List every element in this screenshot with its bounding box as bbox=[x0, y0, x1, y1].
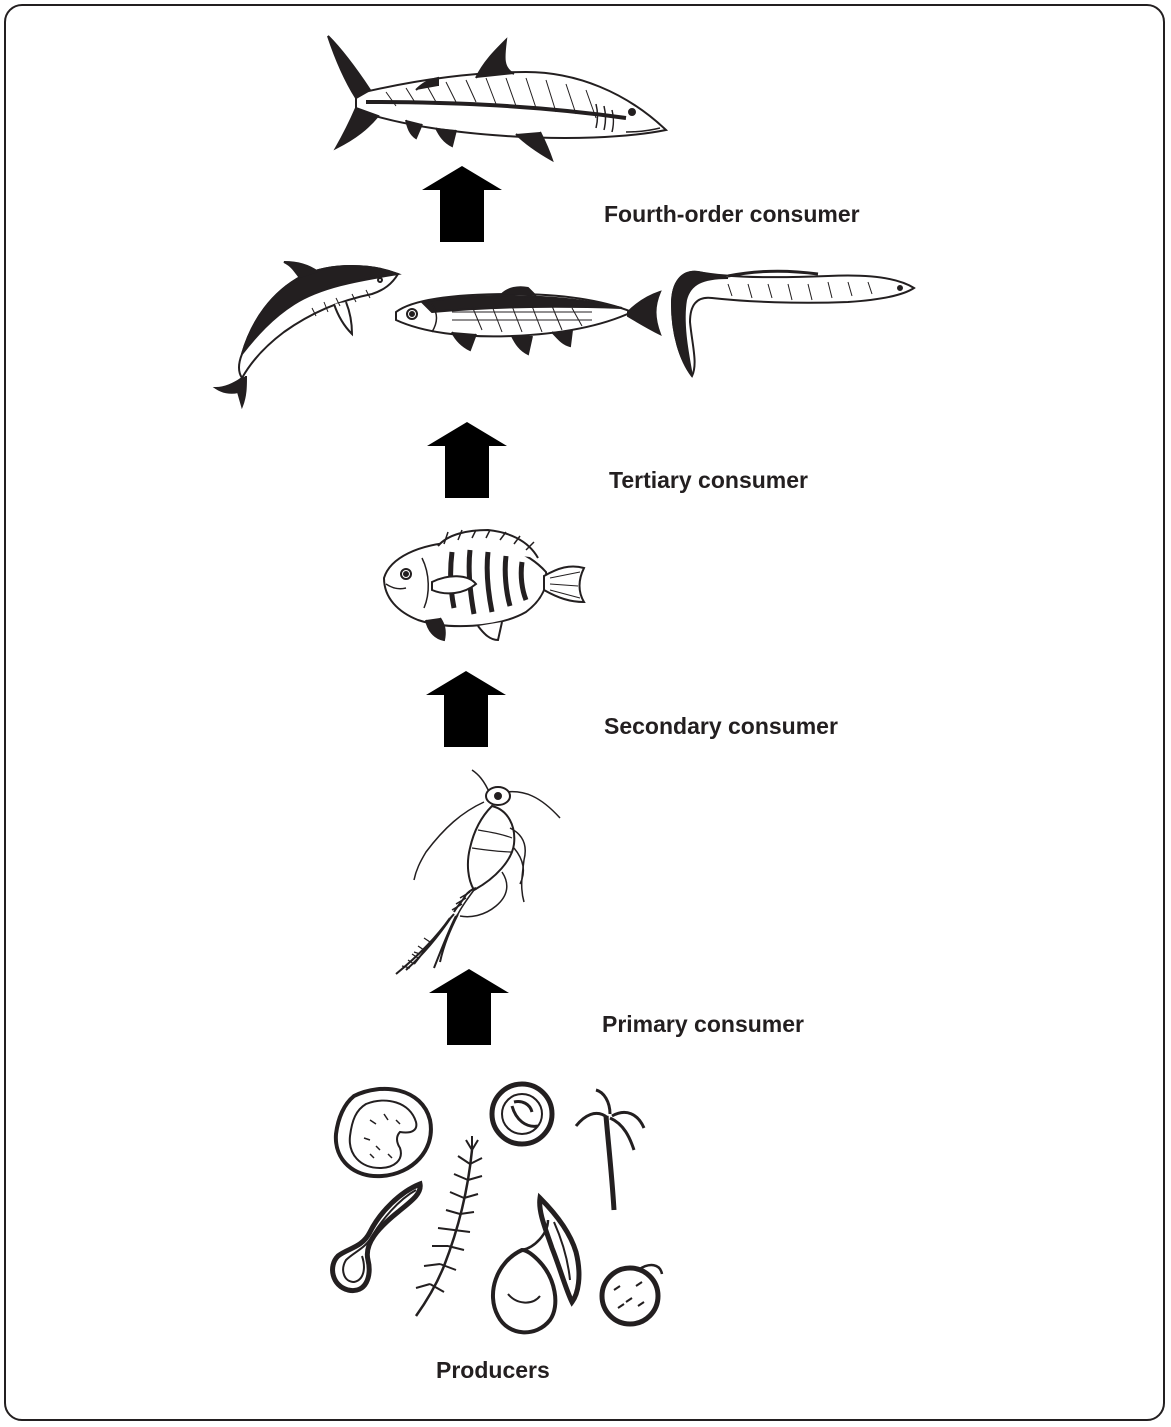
shark-illustration bbox=[326, 32, 671, 162]
eel-illustration bbox=[668, 264, 918, 380]
primary-consumer-label: Primary consumer bbox=[602, 1011, 804, 1038]
producers-illustration bbox=[326, 1080, 666, 1342]
producers-label: Producers bbox=[436, 1357, 550, 1384]
arrow-up-icon bbox=[427, 422, 507, 498]
copepod-illustration bbox=[374, 768, 566, 978]
dolphin-illustration bbox=[212, 260, 402, 408]
trout-illustration bbox=[392, 286, 664, 360]
sunfish-illustration bbox=[378, 528, 590, 644]
arrow-up-icon bbox=[426, 671, 506, 747]
arrow-up-icon bbox=[422, 166, 502, 242]
secondary-consumer-label: Secondary consumer bbox=[604, 713, 838, 740]
arrow-up-icon bbox=[429, 969, 509, 1045]
fourth-order-consumer-label: Fourth-order consumer bbox=[604, 201, 860, 228]
tertiary-consumer-label: Tertiary consumer bbox=[609, 467, 808, 494]
